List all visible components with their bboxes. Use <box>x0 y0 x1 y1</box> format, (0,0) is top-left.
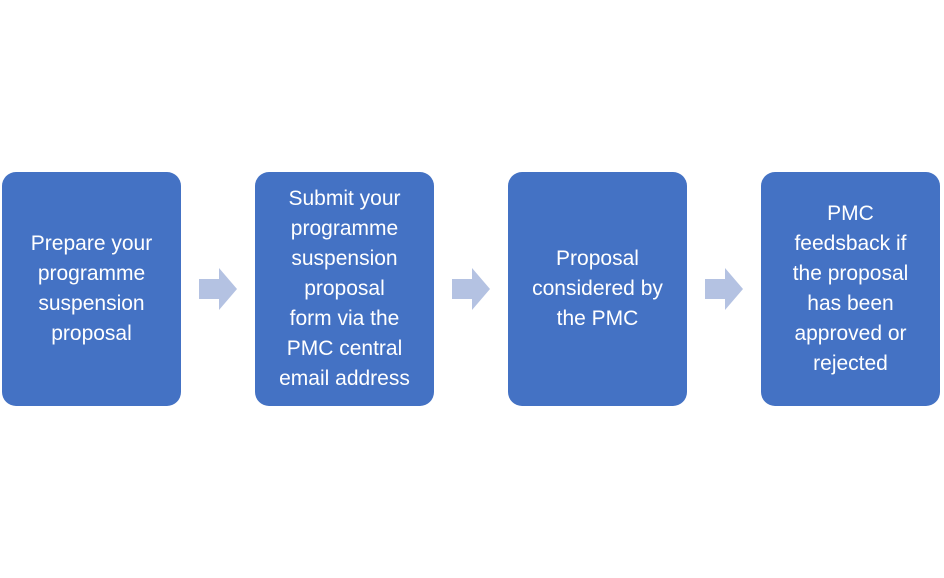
step-1-prepare-proposal-box: Prepare your programme suspension propos… <box>2 172 181 406</box>
right-arrow-icon <box>705 268 743 310</box>
step-4-label: PMC feedsback if the proposal has been a… <box>792 202 909 375</box>
right-arrow-icon <box>452 268 490 310</box>
step-4-pmc-feedback-box: PMC feedsback if the proposal has been a… <box>761 172 940 406</box>
step-3-label: Proposal considered by the PMC <box>532 247 663 330</box>
step-3-pmc-consideration-box: Proposal considered by the PMC <box>508 172 687 406</box>
step-1-label: Prepare your programme suspension propos… <box>30 232 153 345</box>
step-2-submit-proposal-box: Submit your programme suspension proposa… <box>255 172 434 406</box>
step-2-label: Submit your programme suspension proposa… <box>279 187 410 390</box>
right-arrow-icon <box>199 268 237 310</box>
